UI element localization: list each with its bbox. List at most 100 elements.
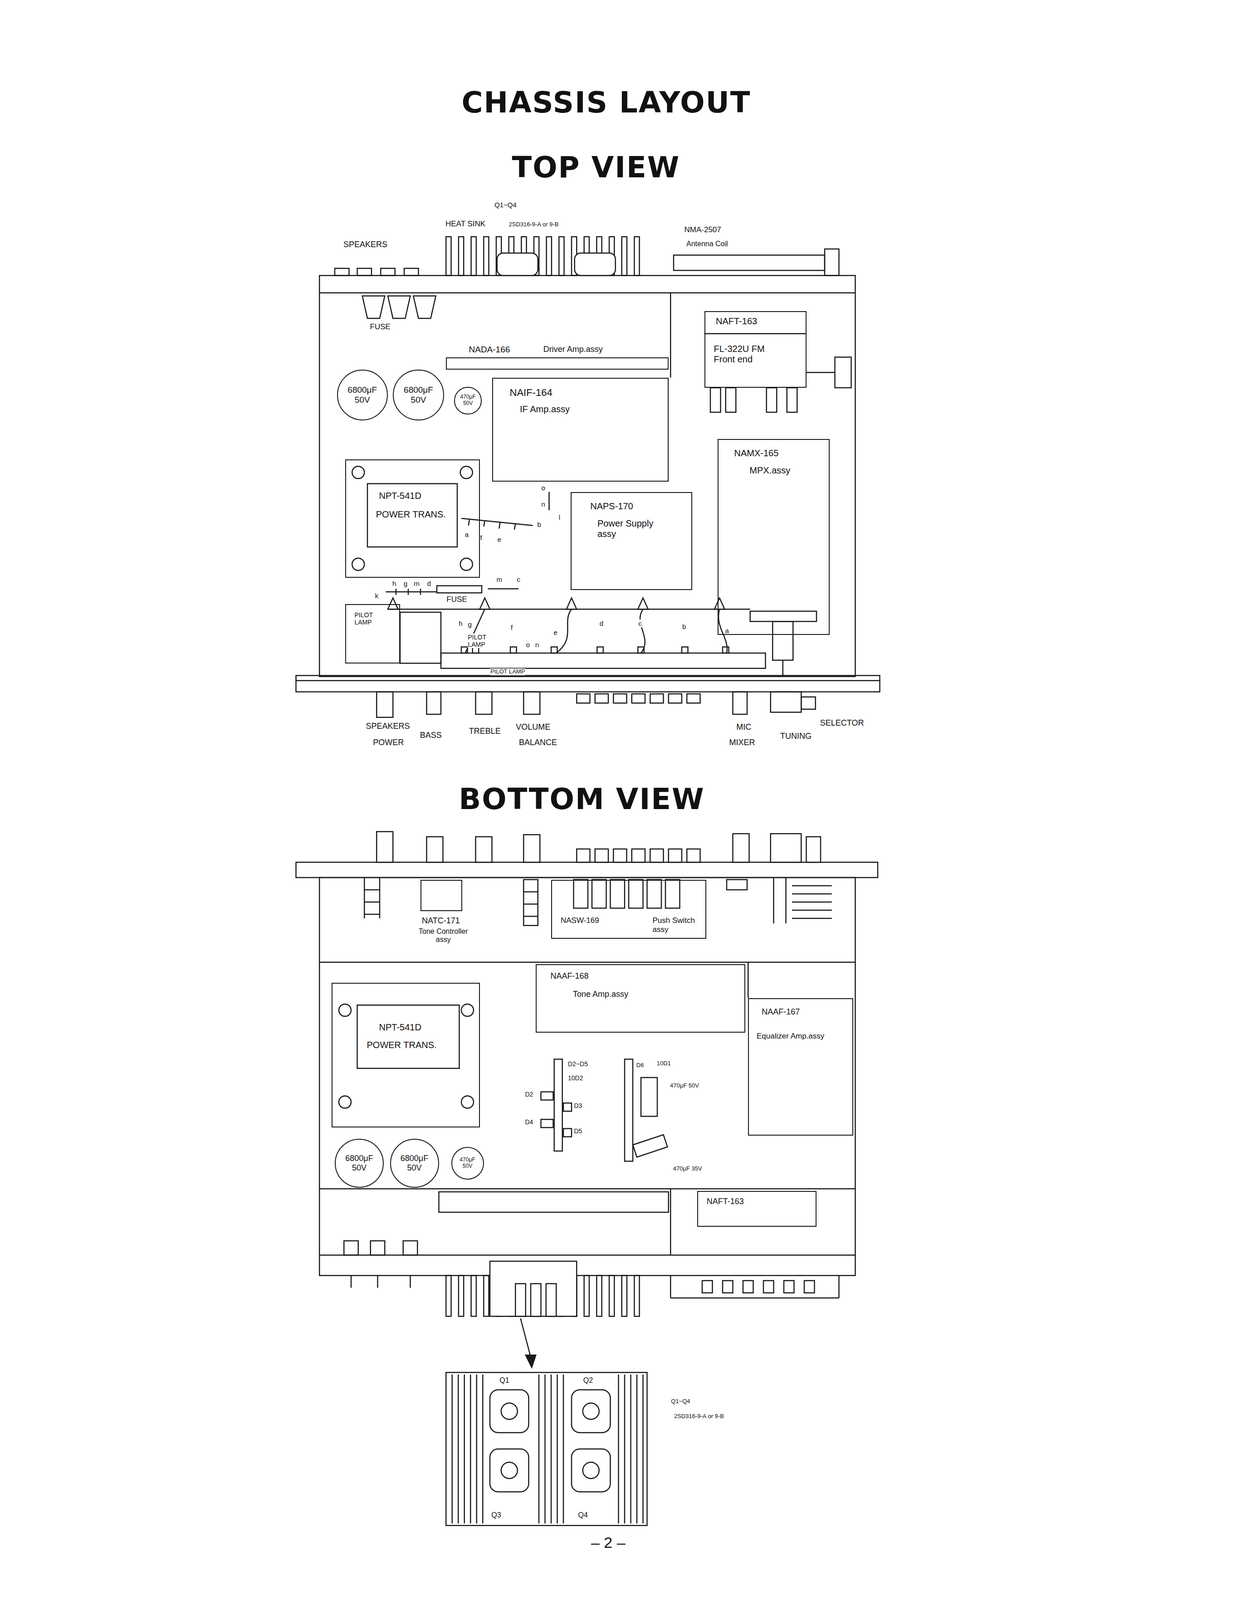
chassis-outline [319, 275, 856, 677]
diode-board [563, 1129, 572, 1138]
control-knob [613, 694, 627, 704]
heat-sink-fin [596, 1276, 602, 1317]
transformer-detail [352, 466, 365, 479]
switch-parts [628, 880, 644, 909]
part-label: Q1~Q4 [493, 200, 518, 209]
control-knob [770, 692, 802, 713]
wire-letter: m [496, 575, 504, 584]
terminal-strip [407, 588, 409, 596]
heat-sink-fin [482, 1374, 484, 1525]
assembly-label: Push Switch assy [652, 916, 703, 934]
part-label: SPEAKERS [342, 239, 388, 250]
transformer-box: NPT-541DPOWER TRANS. [345, 459, 480, 578]
switch-parts [665, 880, 680, 909]
front-end-detail [787, 387, 798, 413]
heat-sink-fins [445, 236, 640, 276]
part-label: FUSE [445, 595, 468, 605]
control-knob [595, 849, 609, 863]
assembly-label: Tone Controller assy [413, 927, 474, 945]
heat-sink-fin [556, 1374, 558, 1525]
front-panel [296, 862, 879, 878]
control-knob [650, 849, 664, 863]
power-transistor [489, 1390, 611, 1493]
switch-parts [785, 877, 787, 924]
speaker-terminal [334, 268, 419, 276]
power-transistor [582, 1403, 600, 1420]
mounting-bracket [387, 598, 725, 610]
assembly-label: FL-322U FM Front end [713, 343, 771, 365]
control-label: SPEAKERS [365, 721, 411, 732]
leader-arrow [520, 1318, 537, 1368]
speaker-terminal [334, 268, 350, 276]
capacitor-value: 6800μF 50V [400, 385, 437, 406]
diode-board [624, 1059, 633, 1162]
transformer-detail [460, 466, 473, 479]
switch-parts [573, 880, 589, 909]
heat-sink-fin [457, 1374, 459, 1525]
heat-sink-fin [451, 1374, 453, 1525]
capacitor-value: 6800μF 50V [341, 1153, 377, 1173]
view-heading: BOTTOM VIEW [458, 782, 706, 817]
assembly-label: NAAF-168 [550, 971, 590, 982]
heat-sink-fin [634, 236, 640, 276]
control-knob [631, 849, 646, 863]
chassis-outline [747, 962, 749, 999]
view-heading: TOP VIEW [511, 151, 681, 185]
control-label: BASS [419, 730, 443, 741]
front-end-detail [704, 333, 852, 413]
control-knob [668, 849, 682, 863]
assembly-label: NAIF-164 [509, 386, 553, 399]
control-knob [668, 694, 682, 704]
diode-board [541, 1119, 554, 1128]
heat-sink-fin [483, 1276, 489, 1317]
wire-letter: b [537, 520, 542, 529]
wire-letter: b [681, 622, 687, 631]
switch-parts [792, 893, 832, 895]
chassis-outline [319, 1254, 856, 1256]
chassis-outline [319, 877, 856, 1277]
control-knob [576, 694, 590, 704]
control-knob [475, 692, 493, 715]
speaker-terminal [380, 268, 396, 276]
wire-letter: f [479, 533, 483, 542]
speaker-terminal [403, 1241, 418, 1256]
assembly-label: NAPS-170 [589, 501, 634, 512]
part-label: Q1~Q4 [670, 1398, 691, 1406]
power-transistor [501, 1462, 518, 1479]
leader-arrow [520, 1318, 532, 1358]
assembly-label: NPT-541D [378, 1022, 422, 1033]
transformer-detail [338, 1004, 352, 1017]
wire-letter: o [525, 640, 531, 649]
control-knob [376, 692, 816, 718]
control-label: MIXER [728, 738, 756, 748]
fuse-holder [362, 296, 386, 319]
front-board [551, 647, 558, 654]
diode-board [563, 1103, 572, 1112]
heat-sink-detail [445, 1372, 647, 1526]
wire-letter: o [541, 484, 546, 492]
part-label: PILOT LAMP [467, 633, 500, 649]
board-bar: NADA-166Driver Amp.assy [445, 357, 669, 370]
switch-parts [610, 880, 626, 909]
front-panel [296, 675, 881, 693]
transformer-detail [352, 466, 473, 571]
transistor-housing [574, 253, 616, 276]
heat-sink-fin [458, 236, 464, 276]
terminal-strip [514, 523, 516, 530]
control-knob [376, 831, 821, 863]
part-label: FUSE [369, 322, 392, 332]
diode-label: D5 [573, 1127, 583, 1135]
capacitor-value: 6800μF 50V [396, 1153, 433, 1173]
transistor-label: Q2 [582, 1376, 594, 1385]
wire-letter: h [391, 579, 397, 588]
control-knob [733, 692, 748, 715]
power-transistor [489, 1390, 529, 1434]
tuning-mechanism [782, 660, 784, 676]
switch-parts [364, 877, 832, 926]
wire-letter: d [599, 619, 604, 628]
control-knob [770, 833, 802, 863]
heat-sink-fin [584, 1276, 590, 1317]
tuning-mechanism [750, 611, 817, 622]
fuse-holder [436, 586, 482, 594]
heat-sink-fin [621, 1276, 627, 1317]
